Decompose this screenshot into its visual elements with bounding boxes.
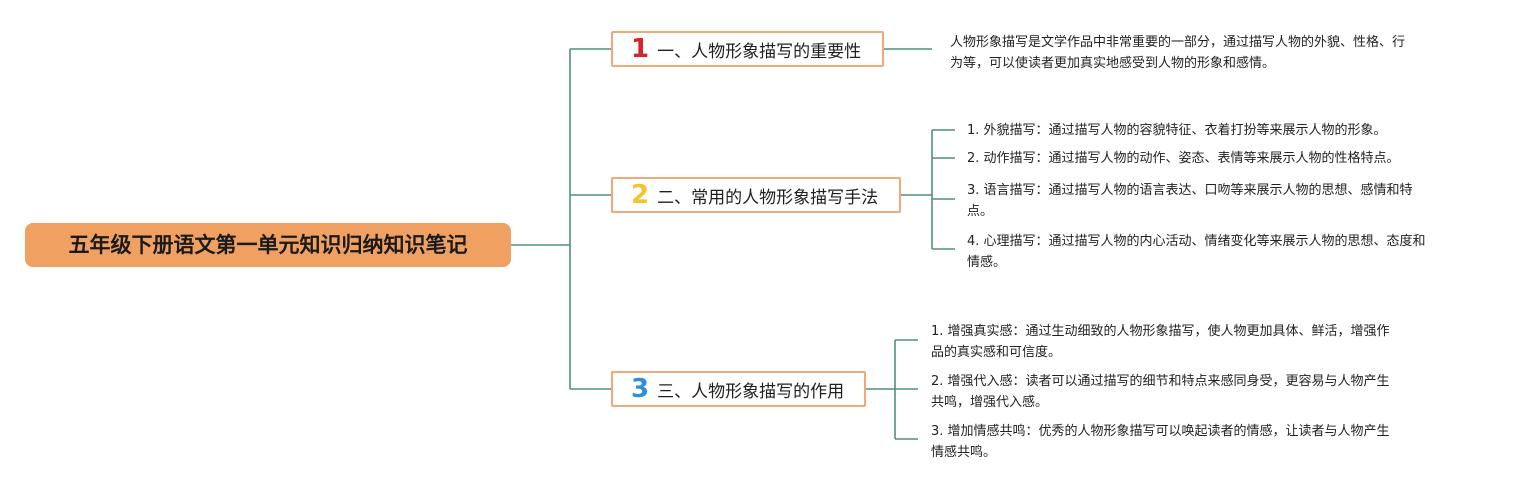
leaf-text-line: 情感共鸣。	[931, 445, 997, 460]
leaf-node-3-3[interactable]: 3. 增加情感共鸣：优秀的人物形象描写可以唤起读者的情感，让读者与人物产生 情感…	[931, 421, 1431, 463]
leaf-node-3-1[interactable]: 1. 增强真实感：通过生动细致的人物形象描写，使人物更加具体、鲜活，增强作 品的…	[931, 321, 1431, 363]
leaf-text-line: 点。	[967, 204, 994, 219]
number-2-icon: 2	[631, 180, 650, 210]
leaf-node-2-2[interactable]: 2. 动作描写：通过描写人物的动作、姿态、表情等来展示人物的性格特点。	[967, 148, 1467, 169]
leaf-text-line: 品的真实感和可信度。	[931, 345, 1062, 360]
branch-label-3: 三、人物形象描写的作用	[657, 381, 845, 402]
branch-label-2: 二、常用的人物形象描写手法	[657, 187, 879, 208]
leaf-text-line: 共鸣，增强代入感。	[931, 395, 1049, 410]
number-1-icon: 1	[631, 34, 650, 64]
leaf-node-2-3[interactable]: 3. 语言描写：通过描写人物的语言表达、口吻等来展示人物的思想、感情和特 点。	[967, 180, 1467, 222]
leaf-text-line: 人物形象描写是文学作品中非常重要的一部分，通过描写人物的外貌、性格、行	[950, 35, 1406, 50]
leaf-node-3-2[interactable]: 2. 增强代入感：读者可以通过描写的细节和特点来感同身受，更容易与人物产生 共鸣…	[931, 371, 1431, 413]
branch-node-3[interactable]: 3 三、人物形象描写的作用	[611, 371, 866, 407]
number-3-icon: 3	[631, 374, 650, 404]
leaf-node-1-1[interactable]: 人物形象描写是文学作品中非常重要的一部分，通过描写人物的外貌、性格、行 为等，可…	[950, 32, 1450, 74]
root-node[interactable]: 五年级下册语文第一单元知识归纳知识笔记	[25, 223, 511, 267]
branch-node-1[interactable]: 1 一、人物形象描写的重要性	[611, 31, 884, 67]
leaf-text-line: 1. 外貌描写：通过描写人物的容貌特征、衣着打扮等来展示人物的形象。	[967, 123, 1387, 138]
leaf-node-2-4[interactable]: 4. 心理描写：通过描写人物的内心活动、情绪变化等来展示人物的思想、态度和 情感…	[967, 231, 1477, 273]
leaf-text-line: 1. 增强真实感：通过生动细致的人物形象描写，使人物更加具体、鲜活，增强作	[931, 324, 1390, 339]
leaf-text-line: 2. 动作描写：通过描写人物的动作、姿态、表情等来展示人物的性格特点。	[967, 151, 1400, 166]
leaf-text-line: 3. 增加情感共鸣：优秀的人物形象描写可以唤起读者的情感，让读者与人物产生	[931, 424, 1390, 439]
branch-node-2[interactable]: 2 二、常用的人物形象描写手法	[611, 177, 901, 213]
leaf-text-line: 情感。	[967, 255, 1007, 270]
leaf-text-line: 2. 增强代入感：读者可以通过描写的细节和特点来感同身受，更容易与人物产生	[931, 374, 1390, 389]
leaf-text-line: 为等，可以使读者更加真实地感受到人物的形象和感情。	[950, 56, 1276, 71]
leaf-text-line: 3. 语言描写：通过描写人物的语言表达、口吻等来展示人物的思想、感情和特	[967, 183, 1413, 198]
leaf-node-2-1[interactable]: 1. 外貌描写：通过描写人物的容貌特征、衣着打扮等来展示人物的形象。	[967, 120, 1467, 141]
branch-label-1: 一、人物形象描写的重要性	[657, 41, 862, 62]
leaf-text-line: 4. 心理描写：通过描写人物的内心活动、情绪变化等来展示人物的思想、态度和	[967, 234, 1426, 249]
